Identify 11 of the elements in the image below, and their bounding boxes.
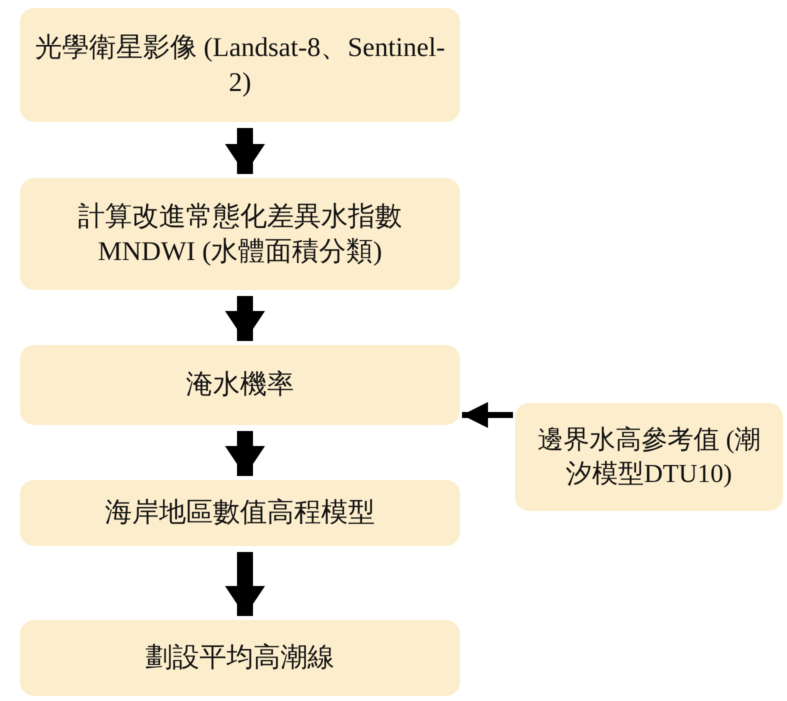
arrow	[225, 128, 265, 174]
arrow	[225, 296, 265, 341]
process-box: 計算改進常態化差異水指數 MNDWI (水體面積分類)	[20, 178, 460, 290]
arrow	[225, 552, 265, 616]
process-box: 淹水機率	[20, 345, 460, 425]
arrow	[225, 431, 265, 476]
arrow	[462, 402, 513, 428]
process-box: 海岸地區數值高程模型	[20, 480, 460, 546]
process-box: 邊界水高參考值 (潮汐模型DTU10)	[515, 403, 783, 511]
process-box: 劃設平均高潮線	[20, 620, 460, 696]
process-box: 光學衛星影像 (Landsat-8、Sentinel-2)	[20, 8, 460, 122]
